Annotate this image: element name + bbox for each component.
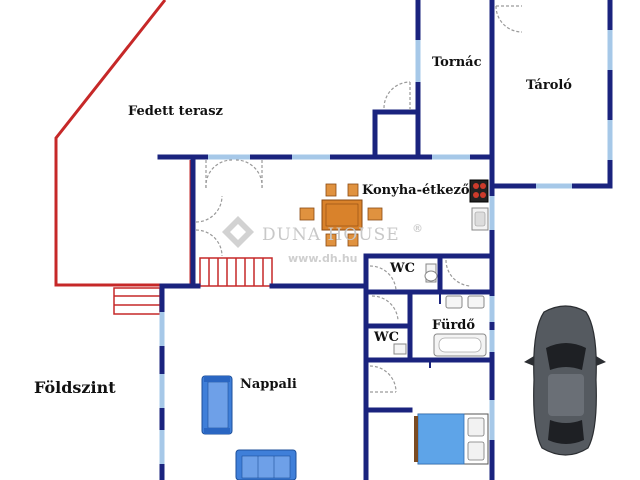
covered-terrace-outline: [54, 0, 193, 287]
dining-table-icon: [299, 183, 383, 247]
label-foldszint: Földszint: [34, 378, 116, 397]
bed-icon: [414, 413, 489, 465]
toilet-icon: [424, 263, 438, 283]
windows: [159, 30, 613, 464]
label-furdo: Fürdő: [432, 318, 475, 333]
label-konyha-etkezo: Konyha-étkező: [362, 183, 470, 198]
sofa-icon: [201, 375, 233, 435]
bathtub-icon: [433, 333, 487, 357]
duna-house-logo-icon: [222, 216, 254, 248]
watermark-brand: DUNA HOUSE: [262, 225, 400, 245]
label-nappali: Nappali: [240, 377, 297, 392]
label-wc-lower: WC: [373, 330, 399, 345]
sofa-icon: [235, 449, 297, 480]
watermark-registered: ®: [412, 222, 423, 235]
car-topview-icon: [524, 305, 606, 456]
stove-icon: [469, 179, 489, 203]
watermark: DUNA HOUSE ® www.dh.hu: [222, 216, 423, 265]
sink-icon: [471, 207, 489, 231]
label-tornac: Tornác: [432, 55, 482, 70]
label-tarolo: Tároló: [526, 78, 572, 93]
doors: [195, 5, 523, 393]
terrace-steps: [113, 257, 273, 315]
washbasin-icon: [445, 295, 485, 309]
label-fedett-terasz: Fedett terasz: [128, 104, 223, 119]
label-wc-upper: WC: [389, 261, 415, 276]
toilet-icon: [393, 343, 407, 355]
watermark-url: www.dh.hu: [288, 252, 358, 265]
thin-partitions: [429, 292, 441, 368]
